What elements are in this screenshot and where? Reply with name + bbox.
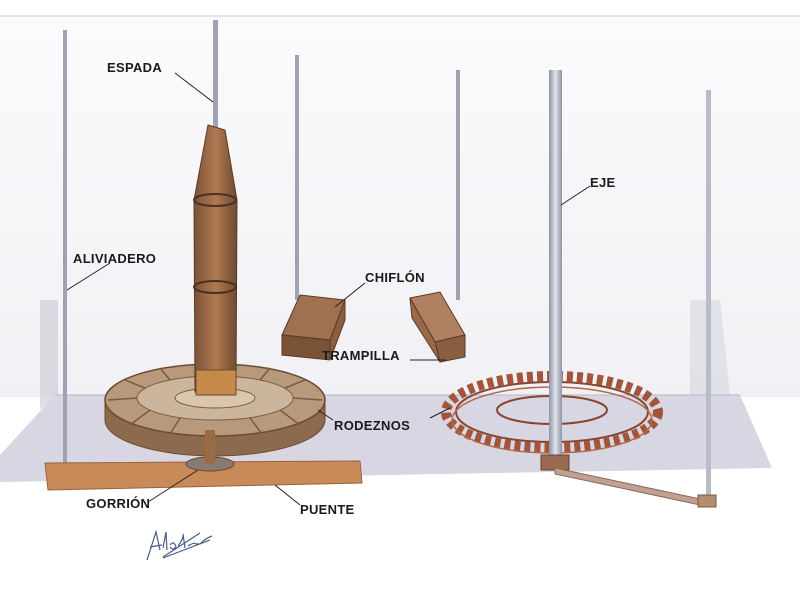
trampilla-box [409,291,466,363]
puente-plank [44,460,363,491]
chiflon-pole [295,55,299,300]
right-pole [706,90,711,502]
leader-lines [66,72,591,506]
trampilla-pole [456,70,460,300]
label-espada: ESPADA [107,60,162,75]
espada-column [193,124,238,393]
label-chiflon: CHIFLÓN [365,270,425,285]
signature [146,529,213,561]
wall-shadow-left [40,300,58,410]
chiflon-box [281,294,346,361]
label-eje: EJE [590,175,616,190]
gorrion-shaft [205,430,215,464]
label-rodeznos: RODEZNOS [334,418,410,433]
label-aliviadero: ALIVIADERO [73,251,156,266]
eje-shaft [549,70,562,470]
label-trampilla: TRAMPILLA [322,348,400,363]
label-gorrion: GORRIÓN [86,496,150,511]
back-wall [0,17,800,397]
label-puente: PUENTE [300,502,355,517]
rodezno-left [104,363,326,457]
aliviadero-pole [63,30,67,470]
eje-lever [554,467,706,507]
espada-pole [213,20,218,130]
